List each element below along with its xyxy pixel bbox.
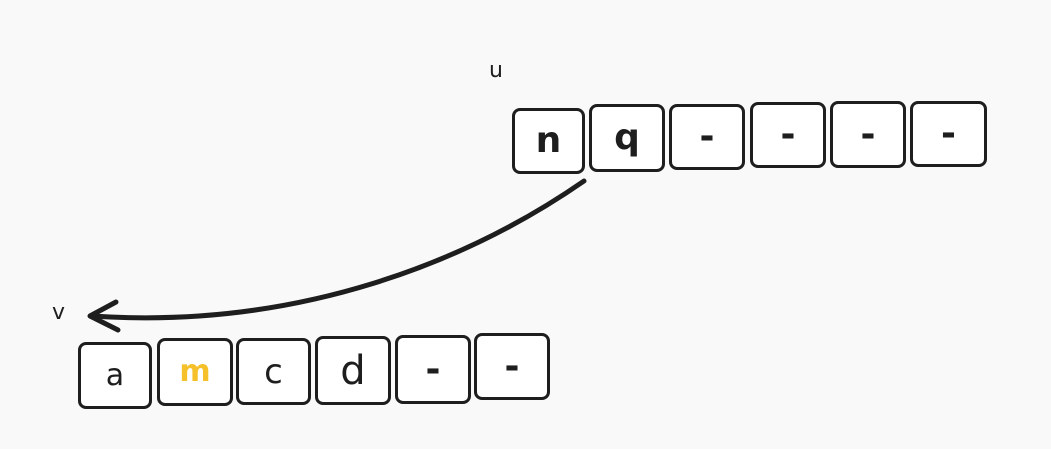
v-cell: a (78, 342, 152, 409)
u-cell: - (910, 101, 987, 167)
v-cell-highlighted: m (157, 338, 233, 406)
u-cell: - (750, 102, 826, 168)
v-cell: c (236, 338, 311, 405)
arrow-head (87, 299, 121, 333)
arrow-curve (89, 178, 587, 321)
v-cell: - (395, 335, 471, 404)
v-cell: d (315, 336, 391, 405)
u-cell: - (830, 101, 906, 168)
v-cell: - (474, 333, 550, 400)
node-label-u: u (489, 58, 503, 83)
u-cell: q (589, 104, 665, 172)
u-cell: n (512, 108, 585, 174)
node-label-v: v (52, 300, 66, 325)
u-cell: - (669, 104, 745, 170)
